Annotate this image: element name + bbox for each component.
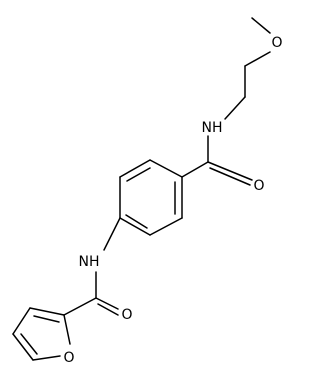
- furan-oxygen-label: O: [63, 350, 74, 366]
- benzene-ring: [119, 159, 183, 236]
- furan-bond-o-c2: [63, 314, 71, 345]
- furan-ring: [12, 307, 71, 361]
- bond-carbonyl-o-top-1: [207, 161, 253, 181]
- furan-bond-c5-o: [32, 355, 61, 361]
- bond-methyl-o: [251, 17, 271, 34]
- methoxyethyl-chain: [224, 17, 271, 120]
- amide-nitrogen-bottom-label: NH: [79, 254, 100, 270]
- bottom-amide: [63, 217, 121, 316]
- bond-ring-nh-bottom: [103, 217, 121, 251]
- bond-o-ch2: [244, 51, 271, 67]
- furan-bond-c3-c4: [12, 307, 31, 335]
- bond-carbonyl-furan: [63, 297, 97, 316]
- furan-bond-c4-c5-outer: [12, 333, 34, 361]
- ring-inner-bond-3: [126, 167, 151, 182]
- carbonyl-oxygen-top-label: O: [253, 178, 264, 194]
- ring-bond-5: [119, 159, 151, 178]
- furan-bond-c2-c3-inner: [33, 315, 60, 323]
- bond-ch2-nh: [224, 96, 246, 120]
- ring-bond-6: [149, 159, 183, 178]
- ring-bond-3: [119, 217, 151, 236]
- ring-inner-bond-2: [125, 214, 148, 229]
- bond-carbonyl-o-top-2: [209, 167, 251, 186]
- carbonyl-oxygen-bottom-label: O: [121, 307, 132, 323]
- ring-bond-2: [149, 217, 183, 236]
- bond-carbonyl-ring-top: [181, 161, 209, 178]
- amide-nitrogen-top-label: NH: [202, 120, 223, 136]
- molecule-structure: O NH O NH O O: [12, 17, 283, 366]
- top-amide: [181, 135, 253, 186]
- furan-bond-c4-c5-inner: [20, 333, 38, 355]
- methoxy-oxygen-label: O: [271, 35, 282, 51]
- bond-carbonyl-o-bottom-1: [95, 297, 119, 310]
- furan-bond-c2-c3-outer: [29, 307, 65, 316]
- bond-carbonyl-o-bottom-2: [97, 303, 119, 316]
